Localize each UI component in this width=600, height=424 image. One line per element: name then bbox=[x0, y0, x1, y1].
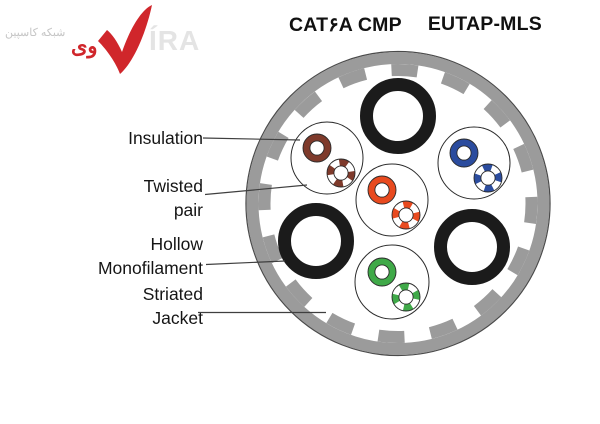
title-cable-category: CAT۶A CMP bbox=[289, 14, 402, 36]
label-hollow-line1: Hollow bbox=[150, 234, 203, 254]
label-twisted-line1: Twisted bbox=[143, 176, 203, 196]
striped-insulation-ring-blue bbox=[473, 163, 503, 193]
ring-outline bbox=[309, 140, 325, 156]
jacket-teeth bbox=[258, 64, 538, 343]
twisted-pair-orange bbox=[355, 163, 429, 237]
vira-logo-swoosh bbox=[98, 5, 152, 74]
hollow-monofilament-rings bbox=[278, 78, 510, 285]
solid-insulation-ring-blue bbox=[449, 138, 479, 168]
stripe-segments bbox=[474, 164, 502, 192]
ring-outline bbox=[374, 264, 390, 280]
conductor-ring bbox=[450, 139, 478, 167]
logo-latin-text: ÍRA bbox=[149, 25, 201, 56]
callout-lines bbox=[198, 137, 326, 314]
callout-line-insulation bbox=[202, 137, 301, 141]
ring-outline bbox=[398, 207, 414, 223]
solid-insulation-ring-brown bbox=[302, 133, 332, 163]
ring-outline bbox=[333, 165, 349, 181]
striped-insulation-ring-orange bbox=[391, 200, 421, 230]
label-striated-jacket: Striated Jacket bbox=[143, 282, 203, 330]
callout-line-twisted-pair bbox=[204, 184, 308, 196]
logo-tagline-text: شبکه کاسپین bbox=[5, 27, 66, 39]
twisted-pair-green bbox=[354, 244, 430, 320]
label-striated-line1: Striated bbox=[142, 284, 203, 304]
label-striated-line2: Jacket bbox=[152, 308, 203, 328]
monofilament-ring-right bbox=[434, 209, 510, 285]
logo-swoosh-shape bbox=[98, 5, 152, 74]
page-title: CAT۶A CMP EUTAP-MLS bbox=[289, 13, 542, 37]
ring-outline bbox=[367, 175, 397, 205]
label-twisted-line2: pair bbox=[173, 200, 203, 220]
ring-outline bbox=[391, 282, 421, 312]
title-product-code: EUTAP-MLS bbox=[427, 13, 542, 35]
ring-outline bbox=[456, 145, 472, 161]
ring-outline bbox=[391, 200, 421, 230]
solid-insulation-ring-orange bbox=[367, 175, 397, 205]
ring-outline bbox=[480, 170, 496, 186]
twisted-pair-blue bbox=[437, 126, 511, 200]
ring-outline bbox=[302, 133, 332, 163]
conductor-ring bbox=[368, 176, 396, 204]
conductor-ring bbox=[303, 134, 331, 162]
stripe-segments bbox=[392, 201, 420, 229]
callout-line-monofilament bbox=[205, 260, 286, 266]
monofilament-ring-left bbox=[278, 203, 354, 279]
monofilament-ring-top bbox=[360, 78, 436, 154]
ring-outline bbox=[374, 182, 390, 198]
ring-outline bbox=[449, 138, 479, 168]
stripe-segments bbox=[327, 159, 355, 187]
jacket-band bbox=[246, 52, 550, 355]
label-insulation: Insulation bbox=[128, 126, 203, 150]
striped-insulation-ring-brown bbox=[326, 158, 356, 188]
logo-persian-text: وی bbox=[71, 35, 98, 58]
label-insulation-text: Insulation bbox=[128, 128, 203, 148]
conductor-ring bbox=[368, 258, 396, 286]
striped-insulation-ring-green bbox=[391, 282, 421, 312]
label-hollow-line2: Monofilament bbox=[97, 258, 203, 278]
label-twisted-pair: Twisted pair bbox=[144, 174, 203, 222]
stripe-segments bbox=[392, 283, 420, 311]
ring-outline bbox=[398, 289, 414, 305]
ring-outline bbox=[367, 257, 397, 287]
label-hollow-monofilament: Hollow Monofilament bbox=[98, 232, 203, 280]
solid-insulation-ring-green bbox=[367, 257, 397, 287]
vira-logo: ÍRA وی شبکه کاسپین bbox=[0, 0, 220, 90]
ring-outline bbox=[473, 163, 503, 193]
ring-outline bbox=[326, 158, 356, 188]
twisted-pair-brown bbox=[290, 121, 364, 195]
